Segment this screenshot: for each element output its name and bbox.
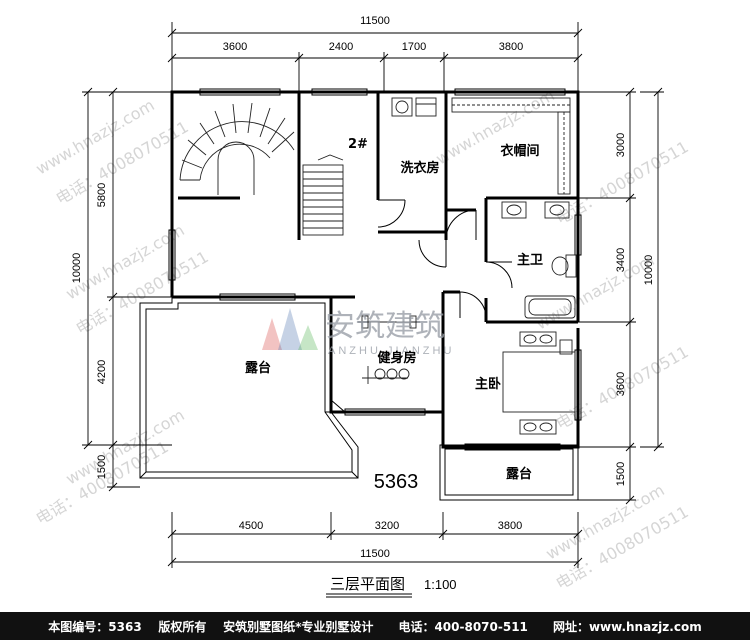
room-label-stair: 2# <box>348 137 368 152</box>
windows <box>168 88 582 451</box>
right-dimensions: 3000 3400 3600 1500 10000 <box>578 87 664 505</box>
gym-equipment <box>358 315 420 384</box>
dim-bottom-seg-2: 3200 <box>375 520 399 532</box>
dim-left-seg-3: 1500 <box>96 455 108 479</box>
room-label-terrace-large: 露台 <box>245 360 271 376</box>
dim-top-total: 11500 <box>360 15 390 27</box>
dim-bottom-seg-1: 4500 <box>239 520 263 532</box>
title-name: 三层平面图 <box>330 575 405 593</box>
dim-left-total: 10000 <box>71 253 83 284</box>
room-label-laundry: 洗衣房 <box>400 160 439 176</box>
small-terrace <box>439 444 579 501</box>
dim-right-total: 10000 <box>643 255 655 286</box>
room-label-terrace-small: 露台 <box>506 466 532 482</box>
room-label-master-bedroom: 主卧 <box>475 376 501 392</box>
logo-cn: 安筑建筑 <box>325 309 445 344</box>
drawing-title: 三层平面图 1:100 <box>326 575 457 598</box>
spiral-stair <box>179 102 295 195</box>
logo-en: ANZHU JIANZHU <box>328 345 454 357</box>
dim-top-seg-1: 3600 <box>223 41 247 53</box>
plan-number: 5363 <box>374 471 419 493</box>
bottom-dimensions: 4500 3200 3800 11500 <box>167 512 583 568</box>
floor-plan-drawing: www.hnazjz.com 电话：4008070511 www.hnazjz.… <box>33 15 692 598</box>
dim-top-seg-4: 3800 <box>499 41 523 53</box>
room-label-gym: 健身房 <box>377 350 416 366</box>
title-scale: 1:100 <box>424 577 457 592</box>
dim-bottom-total: 11500 <box>360 548 390 560</box>
dim-right-seg-2: 3400 <box>615 248 627 272</box>
laundry-fixtures <box>391 97 437 117</box>
dim-right-seg-1: 3000 <box>615 133 627 157</box>
bed <box>502 331 576 435</box>
dim-left-seg-2: 4200 <box>96 360 108 384</box>
anzhu-logo: 安筑建筑 ANZHU JIANZHU <box>262 308 454 357</box>
dim-left-seg-1: 5800 <box>96 183 108 207</box>
dim-bottom-seg-3: 3800 <box>498 520 522 532</box>
room-label-wardrobe: 衣帽间 <box>500 143 539 159</box>
dim-right-seg-3: 3600 <box>615 372 627 396</box>
footer-text: 本图编号：5363 版权所有 安筑别墅图纸*专业别墅设计 电话：400-8070… <box>48 619 702 634</box>
wardrobe-fixtures <box>451 97 571 195</box>
dim-top-seg-3: 1700 <box>402 41 426 53</box>
dim-right-seg-4: 1500 <box>615 462 627 486</box>
left-dimensions: 10000 5800 4200 1500 <box>71 87 172 492</box>
walls <box>170 90 580 449</box>
footer-bar: 本图编号：5363 版权所有 安筑别墅图纸*专业别墅设计 电话：400-8070… <box>0 612 750 640</box>
room-label-master-bath: 主卫 <box>517 252 543 268</box>
watermark-site: www.hnazjz.com <box>33 95 158 178</box>
dim-top-seg-2: 2400 <box>329 41 353 53</box>
top-dimensions: 11500 3600 2400 1700 3800 <box>167 15 583 92</box>
bath-fixtures <box>501 201 577 319</box>
straight-stair <box>302 154 344 236</box>
doors <box>330 199 513 413</box>
room-labels: 2# 洗衣房 衣帽间 主卫 健身房 主卧 露台 露台 <box>245 137 543 482</box>
